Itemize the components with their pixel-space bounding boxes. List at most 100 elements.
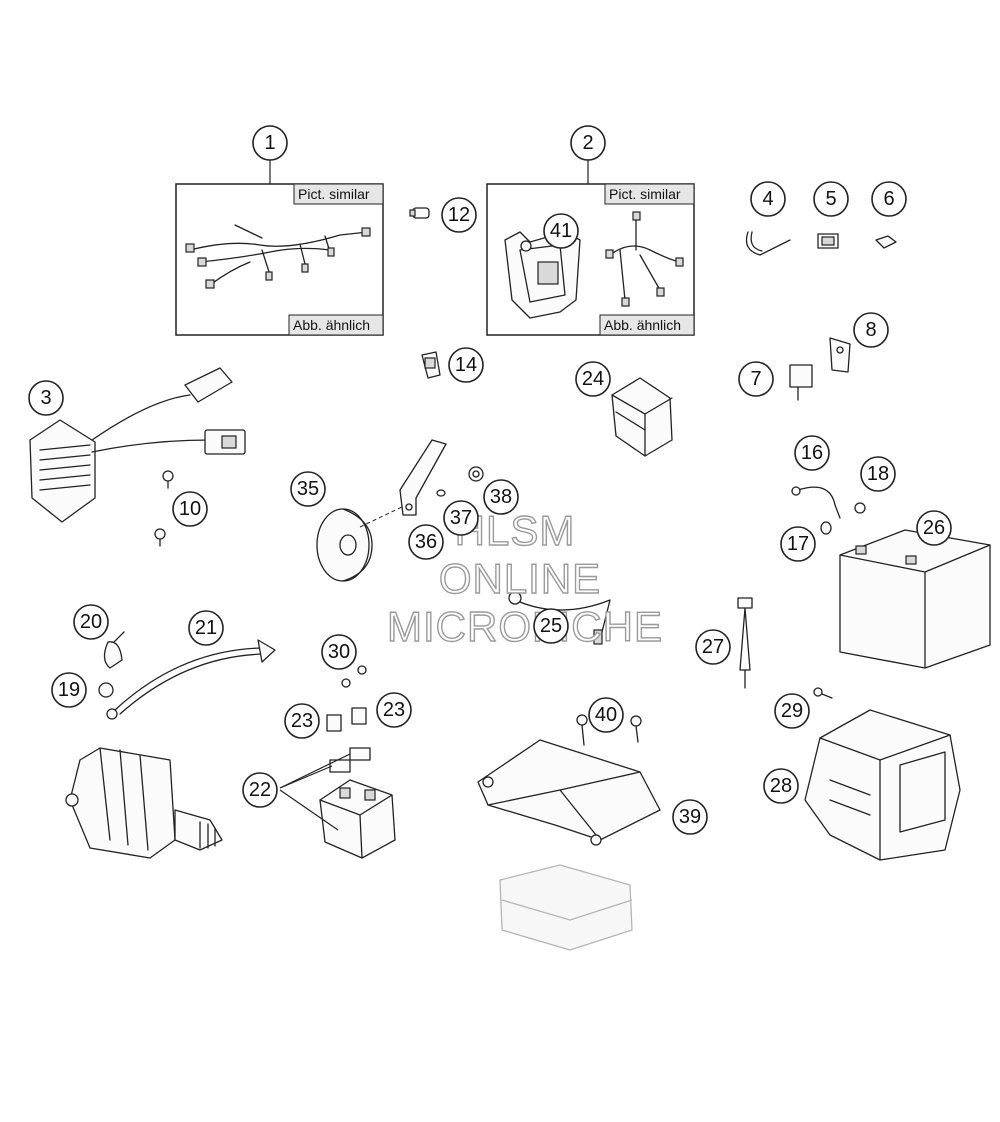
callout-38[interactable]: 38 bbox=[483, 479, 519, 515]
callout-24[interactable]: 24 bbox=[575, 361, 611, 397]
svg-text:4: 4 bbox=[762, 188, 773, 210]
clip-part-5 bbox=[817, 233, 839, 249]
svg-text:Pict. similar: Pict. similar bbox=[609, 186, 681, 202]
battery-box-part-28 bbox=[804, 709, 961, 861]
abb-aehnlich-tag-2: Abb. ähnlich bbox=[599, 314, 695, 336]
callout-19[interactable]: 19 bbox=[51, 672, 87, 708]
svg-text:2: 2 bbox=[582, 132, 593, 154]
front-harness-box: Pict. similar Abb. ähnlich bbox=[486, 160, 695, 336]
callout-29[interactable]: 29 bbox=[774, 693, 810, 729]
callout-36[interactable]: 36 bbox=[408, 524, 444, 560]
ground-cable-part-16 bbox=[791, 486, 841, 519]
callout-21[interactable]: 21 bbox=[188, 610, 224, 646]
svg-text:16: 16 bbox=[801, 442, 823, 464]
holder-part-6 bbox=[875, 235, 897, 249]
svg-text:37: 37 bbox=[450, 507, 472, 529]
callout-12[interactable]: 12 bbox=[441, 197, 477, 233]
washer-part-37 bbox=[436, 489, 446, 497]
svg-text:10: 10 bbox=[179, 498, 201, 520]
screw-part-10 bbox=[154, 470, 174, 547]
callout-40[interactable]: 40 bbox=[588, 697, 624, 733]
callout-17[interactable]: 17 bbox=[780, 526, 816, 562]
washer-part-17 bbox=[820, 521, 832, 535]
fuse-puller-part-27 bbox=[737, 597, 753, 689]
svg-text:22: 22 bbox=[249, 779, 271, 801]
callout-25[interactable]: 25 bbox=[533, 608, 569, 644]
svg-text:19: 19 bbox=[58, 679, 80, 701]
voltage-regulator-part-3 bbox=[29, 367, 246, 523]
svg-text:24: 24 bbox=[582, 368, 604, 390]
ecu-cover-part-39 bbox=[477, 739, 661, 846]
callout-16[interactable]: 16 bbox=[794, 435, 830, 471]
control-unit-part-24 bbox=[611, 377, 673, 457]
screw-part-40 bbox=[576, 714, 642, 746]
connector-part-14 bbox=[421, 351, 441, 379]
svg-text:1: 1 bbox=[264, 132, 275, 154]
svg-text:35: 35 bbox=[297, 478, 319, 500]
fuse-part-23a bbox=[326, 714, 342, 732]
callout-layer: 1 2 3 4 5 6 7 8 10 12 14 16 17 18 19 20 … bbox=[28, 125, 952, 835]
svg-text:20: 20 bbox=[80, 611, 102, 633]
callout-5[interactable]: 5 bbox=[813, 181, 849, 217]
callout-14[interactable]: 14 bbox=[448, 347, 484, 383]
callout-39[interactable]: 39 bbox=[672, 799, 708, 835]
svg-text:Abb. ähnlich: Abb. ähnlich bbox=[604, 317, 681, 333]
cable-tie-part-4 bbox=[745, 231, 791, 256]
callout-1[interactable]: 1 bbox=[252, 125, 288, 161]
svg-text:6: 6 bbox=[883, 188, 894, 210]
starter-relay-part-22 bbox=[279, 747, 396, 859]
callout-20[interactable]: 20 bbox=[73, 604, 109, 640]
callout-28[interactable]: 28 bbox=[763, 768, 799, 804]
callout-41[interactable]: 41 bbox=[543, 213, 579, 249]
relay-bracket-part-8 bbox=[829, 337, 851, 373]
svg-text:8: 8 bbox=[865, 319, 876, 341]
horn-part-35 bbox=[316, 508, 373, 582]
svg-text:36: 36 bbox=[415, 531, 437, 553]
pict-similar-tag-2: Pict. similar bbox=[604, 183, 695, 205]
svg-text:18: 18 bbox=[867, 463, 889, 485]
svg-text:7: 7 bbox=[750, 368, 761, 390]
callout-27[interactable]: 27 bbox=[695, 629, 731, 665]
svg-text:28: 28 bbox=[770, 775, 792, 797]
pict-similar-tag-1: Pict. similar bbox=[293, 183, 384, 205]
svg-text:Abb. ähnlich: Abb. ähnlich bbox=[293, 317, 370, 333]
svg-text:3: 3 bbox=[40, 387, 51, 409]
svg-text:21: 21 bbox=[195, 617, 217, 639]
callout-4[interactable]: 4 bbox=[750, 181, 786, 217]
callout-23a[interactable]: 23 bbox=[284, 703, 320, 739]
horn-bracket-part-36 bbox=[359, 439, 447, 528]
callout-37[interactable]: 37 bbox=[443, 500, 479, 536]
abb-aehnlich-tag-1: Abb. ähnlich bbox=[288, 314, 384, 336]
callout-6[interactable]: 6 bbox=[871, 181, 907, 217]
callout-35[interactable]: 35 bbox=[290, 471, 326, 507]
callout-10[interactable]: 10 bbox=[172, 491, 208, 527]
callout-23b[interactable]: 23 bbox=[376, 692, 412, 728]
callout-18[interactable]: 18 bbox=[860, 456, 896, 492]
watermark-line-3: MICROFICHE bbox=[387, 603, 663, 650]
svg-text:12: 12 bbox=[448, 204, 470, 226]
terminal-cap-part-20 bbox=[103, 631, 125, 669]
svg-text:23: 23 bbox=[383, 699, 405, 721]
svg-text:41: 41 bbox=[550, 220, 572, 242]
wiring-harness-box: Pict. similar Abb. ähnlich bbox=[175, 160, 384, 336]
relay-part-7 bbox=[789, 364, 813, 401]
callout-8[interactable]: 8 bbox=[853, 312, 889, 348]
callout-3[interactable]: 3 bbox=[28, 380, 64, 416]
callout-22[interactable]: 22 bbox=[242, 772, 278, 808]
callout-7[interactable]: 7 bbox=[738, 361, 774, 397]
svg-text:25: 25 bbox=[540, 615, 562, 637]
nut-part-38 bbox=[468, 466, 484, 482]
callout-2[interactable]: 2 bbox=[570, 125, 606, 161]
svg-text:17: 17 bbox=[787, 533, 809, 555]
svg-text:38: 38 bbox=[490, 486, 512, 508]
battery-part-26 bbox=[839, 529, 991, 669]
ecu-reference-ghost bbox=[499, 864, 633, 951]
screw-part-30 bbox=[341, 665, 367, 688]
svg-text:26: 26 bbox=[923, 517, 945, 539]
svg-text:27: 27 bbox=[702, 636, 724, 658]
callout-30[interactable]: 30 bbox=[321, 634, 357, 670]
fuse-part-23b bbox=[351, 707, 367, 725]
callout-26[interactable]: 26 bbox=[916, 510, 952, 546]
svg-text:29: 29 bbox=[781, 700, 803, 722]
